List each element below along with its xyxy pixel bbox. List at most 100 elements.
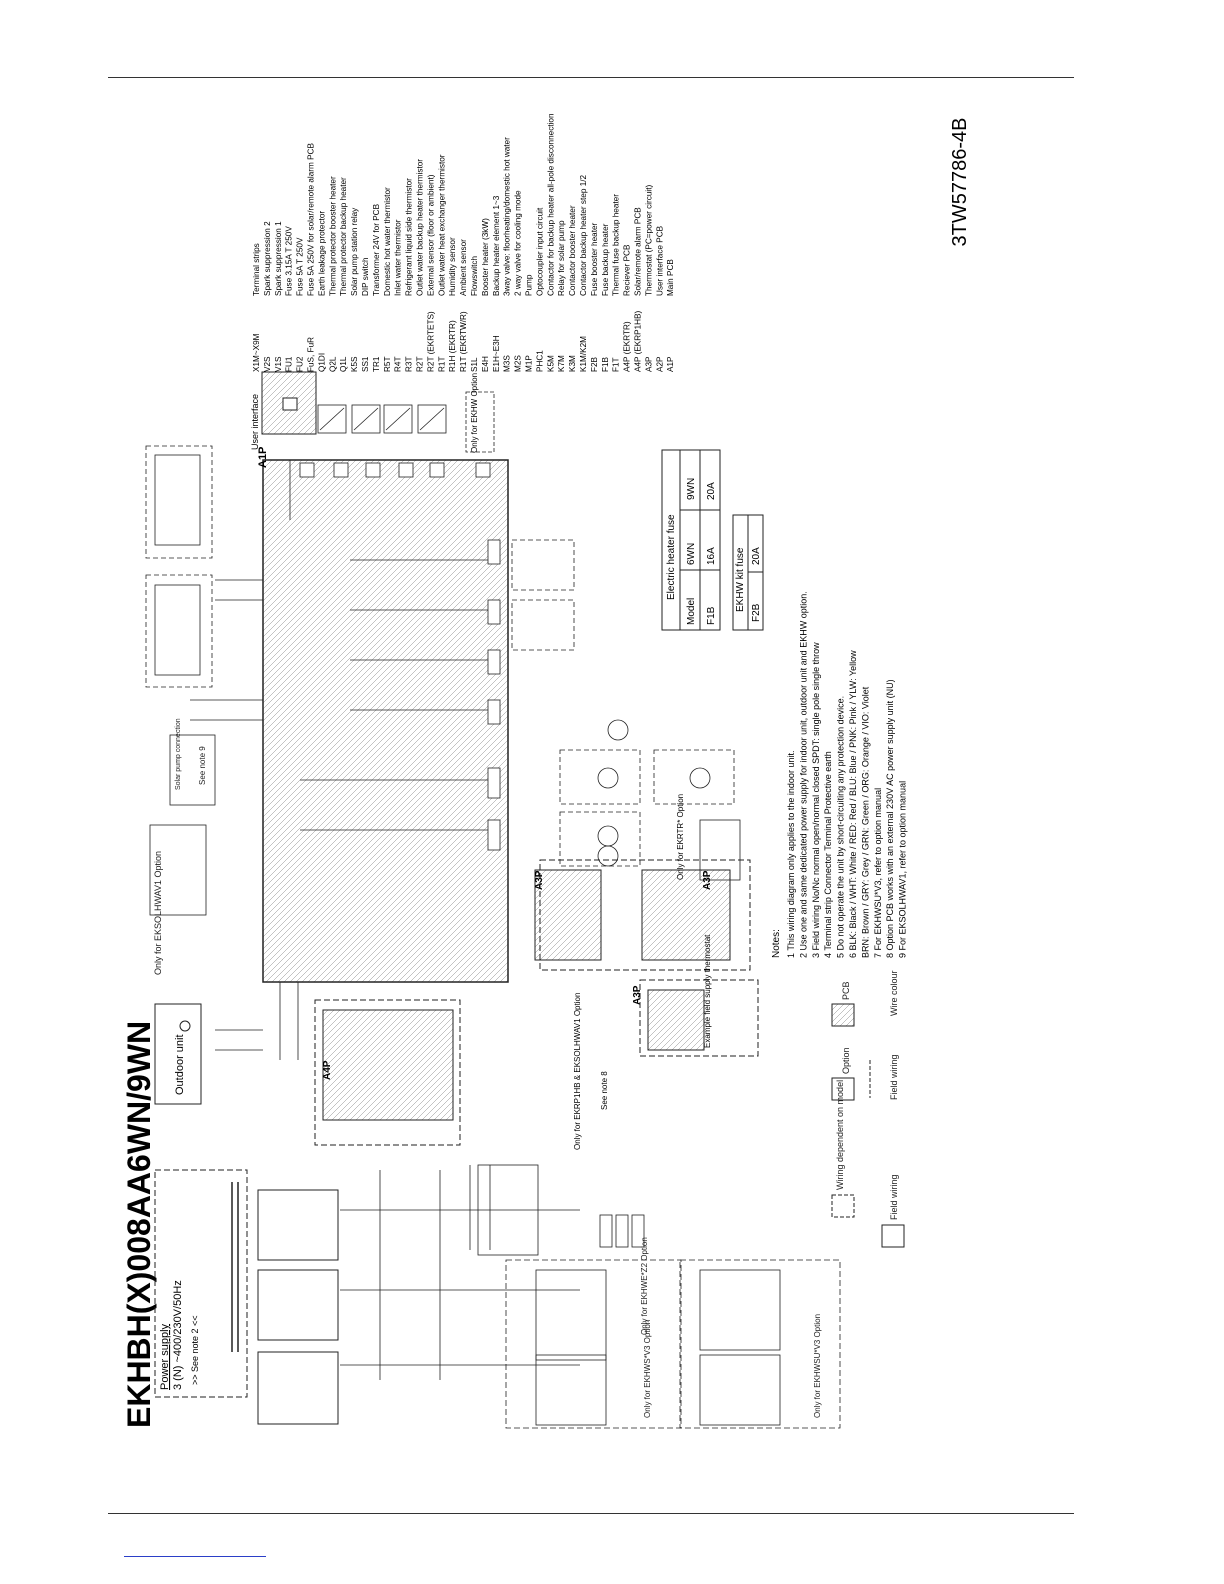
legend-description: Fuse backup heater bbox=[601, 223, 610, 296]
legend-description: Booster heater (3kW) bbox=[481, 218, 490, 296]
power-supply-label: Power supply 3 (N) ~400/230V/50Hz >> See… bbox=[159, 1280, 200, 1390]
legend-code: A1P bbox=[666, 356, 675, 372]
svg-text:6WN: 6WN bbox=[686, 543, 697, 565]
legend-code: M2S bbox=[514, 355, 523, 372]
legend-description: Outlet water heat exchanger thermistor bbox=[437, 154, 446, 296]
svg-text:See note 9: See note 9 bbox=[198, 746, 207, 785]
legend-description: Solar pump station relay bbox=[350, 207, 359, 296]
svg-text:Only for EKHWS*V3 Option: Only for EKHWS*V3 Option bbox=[643, 1320, 652, 1418]
legend-description: Refrigerant liquid side thermistor bbox=[405, 178, 414, 296]
svg-text:F1B: F1B bbox=[706, 606, 717, 625]
legend-code: S1L bbox=[470, 357, 479, 372]
header-rule bbox=[108, 77, 1074, 78]
outdoor-unit: Outdoor unit bbox=[154, 1003, 202, 1105]
legend-description: Optocoupler input circuit bbox=[535, 207, 544, 296]
svg-text:Electric heater fuse: Electric heater fuse bbox=[666, 514, 677, 600]
legend-description: Terminal strips bbox=[252, 243, 261, 296]
option-labels: Only for EKHW Option Only for EKRP1HB & … bbox=[470, 373, 712, 1150]
legend-code: Q1DI bbox=[317, 353, 326, 372]
svg-text:PCB: PCB bbox=[841, 981, 851, 1000]
legend-description: Thermal protector backup heater bbox=[339, 177, 348, 296]
diagram-key: PCB Option Wiring dependent on model Fie… bbox=[831, 970, 905, 1248]
note-line: 4 Terminal strip Connector Terminal Prot… bbox=[823, 751, 833, 958]
legend-description: Earth leakage protector bbox=[317, 211, 326, 296]
note-line: 8 Option PCB works with an external 230V… bbox=[885, 679, 895, 958]
legend-code: R3T bbox=[405, 357, 414, 372]
footer-link-underline[interactable] bbox=[124, 1556, 266, 1557]
note-line: BRN: Brown / GRY: Grey / GRN: Green / OR… bbox=[860, 686, 870, 958]
svg-text:Only for EKHWE*Z2 Option: Only for EKHWE*Z2 Option bbox=[640, 1237, 649, 1335]
legend-description: Solar/remote alarm PCB bbox=[634, 207, 643, 296]
legend-code: A2P bbox=[655, 356, 664, 372]
legend-description: Fuse booster heater bbox=[590, 222, 599, 296]
svg-text:Field wiring: Field wiring bbox=[889, 1054, 899, 1100]
svg-text:Field wiring: Field wiring bbox=[889, 1174, 899, 1220]
note-line: 9 For EKSOLHWAV1, refer to option manual bbox=[898, 781, 908, 958]
legend-code: A4P (EKRTR) bbox=[623, 321, 632, 372]
legend-code: M1P bbox=[525, 355, 534, 372]
legend-description: Fuse 5A 250V for solar/remote alarm PCB bbox=[307, 143, 316, 296]
main-pcb-a1p: A1P bbox=[257, 447, 509, 983]
svg-text:A3P: A3P bbox=[632, 985, 643, 1005]
legend-description: Reciever PCB bbox=[623, 244, 632, 296]
legend-description: Backup heater element 1~3 bbox=[492, 195, 501, 296]
svg-text:Wiring dependent on model: Wiring dependent on model bbox=[835, 1080, 845, 1190]
wires bbox=[190, 460, 488, 1060]
note-line: 2 Use one and same dedicated power suppl… bbox=[798, 591, 808, 958]
legend-description: 3way valve: floorheating/domestic hot wa… bbox=[503, 137, 512, 296]
legend-description: Humidity sensor bbox=[448, 237, 457, 296]
thermistors bbox=[317, 391, 495, 453]
svg-text:Example field supply thermosta: Example field supply thermostat bbox=[703, 934, 712, 1048]
svg-text:>> See note 2 <<: >> See note 2 << bbox=[190, 1315, 200, 1385]
legend-code: SS1 bbox=[361, 356, 370, 372]
svg-text:User interface: User interface bbox=[250, 394, 260, 450]
svg-text:A3P: A3P bbox=[534, 870, 545, 890]
legend-code: FuS, FuR bbox=[307, 337, 316, 372]
legend-code: F2B bbox=[590, 356, 599, 372]
legend-code: TR1 bbox=[372, 356, 381, 372]
legend-code: X1M~X9M bbox=[252, 333, 261, 372]
svg-text:16A: 16A bbox=[706, 547, 717, 565]
legend-code: K5S bbox=[350, 356, 359, 372]
svg-text:EKHW kit fuse: EKHW kit fuse bbox=[735, 547, 746, 612]
legend-code: FU1 bbox=[285, 356, 294, 372]
svg-text:Only for EKRP1HB & EKSOLHWAV1: Only for EKRP1HB & EKSOLHWAV1 Option bbox=[573, 993, 582, 1150]
legend-code: K3M bbox=[568, 355, 577, 372]
legend-code: V2S bbox=[263, 356, 272, 372]
legend-description: Fuse 3.15A T 250V bbox=[285, 226, 294, 296]
legend-description: Contactor booster heater bbox=[568, 205, 577, 296]
legend-code: E1H~E3H bbox=[492, 335, 501, 372]
legend-code: R1T bbox=[437, 357, 446, 372]
note-line: 1 This wiring diagram only applies to th… bbox=[786, 751, 796, 958]
legend-description: Spark suppression 1 bbox=[274, 221, 283, 296]
svg-text:Only for EKHWSU*V3 Option: Only for EKHWSU*V3 Option bbox=[813, 1314, 822, 1418]
legend-description: Domestic hot water thermistor bbox=[383, 187, 392, 296]
ekhw-fuse-table: EKHW kit fuse F2B 20A bbox=[732, 514, 764, 631]
legend-description: Spark suppression 2 bbox=[263, 221, 272, 296]
legend-description: Thermal protector booster heater bbox=[328, 176, 337, 296]
svg-text:20A: 20A bbox=[751, 547, 762, 565]
right-side-components bbox=[511, 539, 741, 881]
note-line: 7 For EKHWSU*V3, refer to option manual bbox=[873, 788, 883, 958]
svg-text:A4P: A4P bbox=[322, 1060, 333, 1080]
svg-text:Power supply: Power supply bbox=[159, 1323, 171, 1390]
legend-description: Outlet water backup heater thermistor bbox=[416, 159, 425, 296]
legend-description: Transformer 24V for PCB bbox=[372, 203, 381, 296]
legend-code: Q2L bbox=[328, 356, 337, 372]
svg-text:Wire colour: Wire colour bbox=[889, 970, 899, 1016]
note-line: 6 BLK: Black / WHT: White / RED: Red / B… bbox=[848, 650, 858, 958]
svg-text:20A: 20A bbox=[706, 482, 717, 500]
legend-code: F1T bbox=[612, 357, 621, 372]
legend-code: K7M bbox=[557, 355, 566, 372]
legend-code: Q1L bbox=[339, 356, 348, 372]
connectors-top bbox=[299, 462, 491, 478]
legend-code: R1H (EKRTR) bbox=[448, 320, 457, 372]
legend-code: M3S bbox=[503, 355, 512, 372]
notes: Notes: 1 This wiring diagram only applie… bbox=[771, 591, 908, 958]
legend-code: R1T (EKRTW/R) bbox=[459, 311, 468, 372]
legend-code: K1M/K2M bbox=[579, 336, 588, 372]
legend-code: R4T bbox=[394, 357, 403, 372]
notes-title: Notes: bbox=[771, 929, 782, 958]
svg-text:Option: Option bbox=[841, 1047, 851, 1074]
